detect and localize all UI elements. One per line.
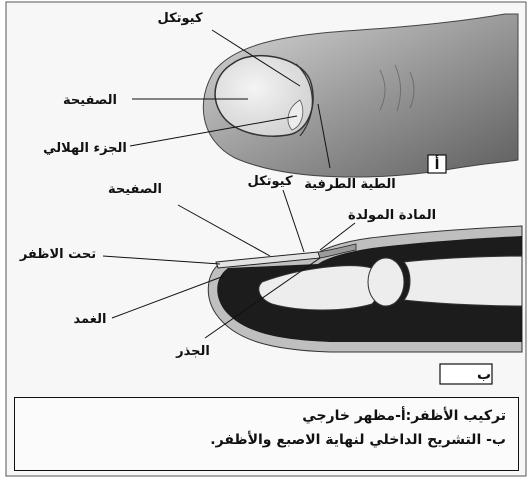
label-hyponychium-b: تحت الاظفر (19, 247, 96, 262)
label-plate-b: الصفيحة (108, 182, 162, 197)
label-root-b: الجذر (175, 344, 210, 359)
figure-caption: تركيب الأظفر:أ-مظهر خارجي ب- التشريح الد… (14, 397, 519, 471)
label-matrix-b: المادة المولدة (348, 208, 436, 223)
label-plate-a: الصفيحة (63, 93, 117, 108)
label-cuticle-a: كيوتكل (157, 11, 203, 26)
label-eponychium-a: الطية الطرفية (304, 177, 396, 192)
label-sheath-b: الغمد (74, 312, 107, 327)
label-cuticle-b: كيوتكل (247, 174, 293, 189)
panel-a-letter: أ (435, 155, 440, 173)
label-lunula-a: الجزء الهلالي (43, 141, 127, 156)
middle-phalanx-bone (404, 256, 522, 306)
caption-line-1: تركيب الأظفر:أ-مظهر خارجي (27, 404, 506, 428)
panel-b-letter: ب (477, 367, 491, 383)
joint-head (368, 258, 404, 306)
caption-line-2: ب- التشريح الداخلي لنهاية الاصبع والأظفر… (27, 428, 506, 452)
